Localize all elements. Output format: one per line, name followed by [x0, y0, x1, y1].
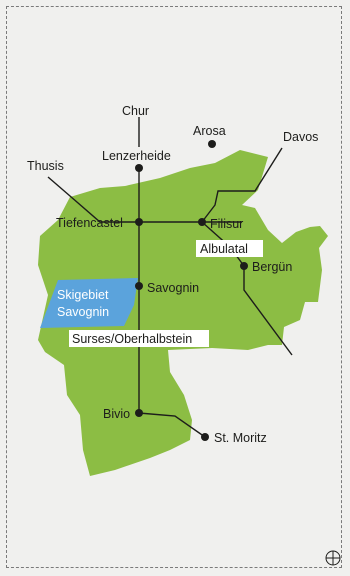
- albulatal-label: Albulatal: [200, 242, 248, 256]
- arosa-marker: [208, 140, 216, 148]
- place-markers: [135, 140, 248, 441]
- ski-area-shape: [40, 278, 138, 328]
- lenzerheide-label: Lenzerheide: [102, 149, 171, 163]
- thusis-label: Thusis: [27, 159, 64, 173]
- savognin-marker: [135, 282, 143, 290]
- compass-icon: [325, 550, 341, 566]
- albulatal-box: [196, 240, 263, 257]
- st-moritz-marker: [201, 433, 209, 441]
- tiefencastel-marker: [135, 218, 143, 226]
- savognin-label: Savognin: [147, 281, 199, 295]
- bivio-marker: [135, 409, 143, 417]
- ski-area-label-line1: Skigebiet: [57, 288, 109, 302]
- filisur-label: Filisur: [210, 217, 243, 231]
- surses-box: [69, 330, 209, 347]
- chur-label: Chur: [122, 104, 149, 118]
- lenzerheide-marker: [135, 164, 143, 172]
- bergun-label: Bergün: [252, 260, 292, 274]
- surses-label: Surses/Oberhalbstein: [72, 332, 192, 346]
- filisur-marker: [198, 218, 206, 226]
- tiefencastel-label: Tiefencastel: [56, 216, 123, 230]
- davos-label: Davos: [283, 130, 318, 144]
- ski-area-label-line2: Savognin: [57, 305, 109, 319]
- region-area: [38, 150, 328, 476]
- map-frame: [6, 6, 342, 568]
- st-moritz-label: St. Moritz: [214, 431, 267, 445]
- arosa-label: Arosa: [193, 124, 226, 138]
- bivio-label: Bivio: [103, 407, 130, 421]
- bergun-marker: [240, 262, 248, 270]
